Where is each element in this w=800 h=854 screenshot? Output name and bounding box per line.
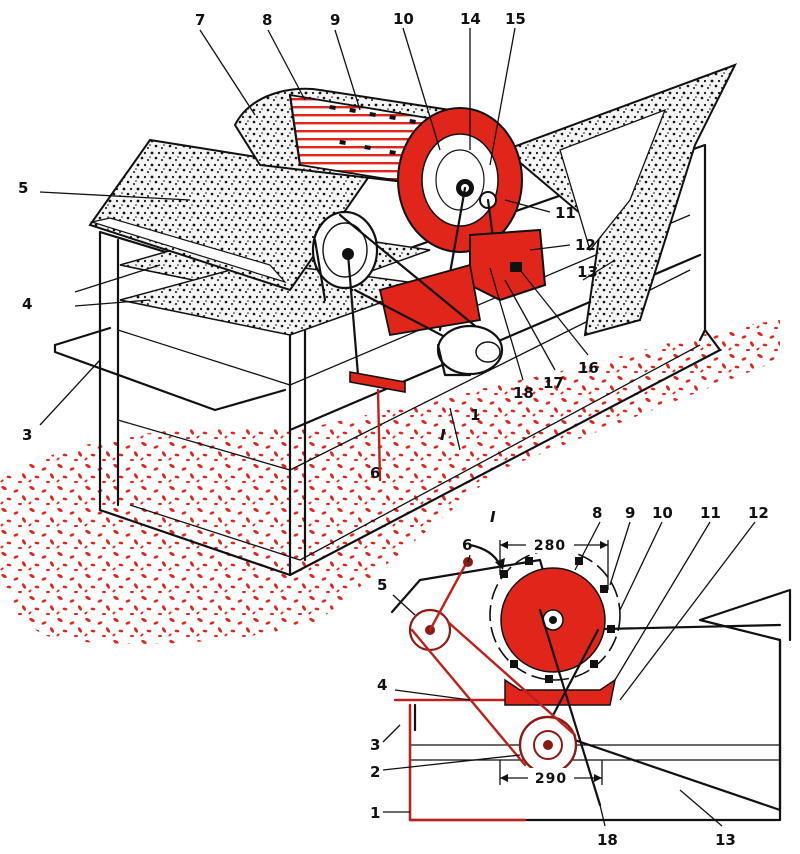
label-13: 13 <box>577 263 598 281</box>
drum-teeth <box>329 105 416 155</box>
side-label-4: 4 <box>377 676 387 694</box>
dimension-bottom: 290 <box>499 760 603 787</box>
dimension-bottom-value: 290 <box>535 771 567 787</box>
label-6: 6 <box>370 464 380 482</box>
side-belt <box>410 620 577 767</box>
perspective-view <box>0 63 780 644</box>
label-10: 10 <box>393 10 414 28</box>
side-drum-casing <box>489 549 621 681</box>
side-label-2: 2 <box>370 763 380 781</box>
label-3: 3 <box>22 426 32 444</box>
section-mark: I <box>440 426 446 444</box>
side-label-11: 11 <box>700 504 721 522</box>
label-1: 1 <box>470 406 480 424</box>
side-label-13: 13 <box>715 831 736 849</box>
label-4: 4 <box>22 295 32 313</box>
side-section-mark: I <box>490 508 496 526</box>
grain-pile <box>0 320 780 644</box>
side-view: 280 290 <box>390 535 792 822</box>
label-17: 17 <box>543 374 564 392</box>
side-label-3: 3 <box>370 736 380 754</box>
side-label-6: 6 <box>462 536 472 554</box>
side-label-10: 10 <box>652 504 673 522</box>
label-16: 16 <box>578 359 599 377</box>
side-label-5: 5 <box>377 576 387 594</box>
dimension-top: 280 <box>499 535 609 590</box>
side-label-18: 18 <box>597 831 618 849</box>
side-label-1: 1 <box>370 804 380 822</box>
carry-handle <box>53 326 287 412</box>
label-5: 5 <box>18 179 28 197</box>
side-label-8: 8 <box>592 504 602 522</box>
hand-crank <box>346 252 406 482</box>
dimension-top-value: 280 <box>534 538 566 554</box>
side-label-12: 12 <box>748 504 769 522</box>
label-7: 7 <box>195 11 205 29</box>
label-9: 9 <box>330 11 340 29</box>
label-8: 8 <box>262 11 272 29</box>
label-12: 12 <box>575 236 596 254</box>
side-view-labels: 8 9 10 11 12 6 I 5 4 3 2 1 18 13 <box>370 504 769 849</box>
perspective-labels: 7 8 9 10 14 15 5 4 3 11 12 13 16 17 18 1… <box>18 10 599 482</box>
label-11: 11 <box>555 204 576 222</box>
side-outlet-chute <box>558 588 792 812</box>
side-label-9: 9 <box>625 504 635 522</box>
hopper-cover-face <box>89 217 287 284</box>
bracket <box>469 228 547 302</box>
label-14: 14 <box>460 10 481 28</box>
label-18: 18 <box>513 384 534 402</box>
leader-lines <box>39 27 756 827</box>
label-15: 15 <box>505 10 526 28</box>
